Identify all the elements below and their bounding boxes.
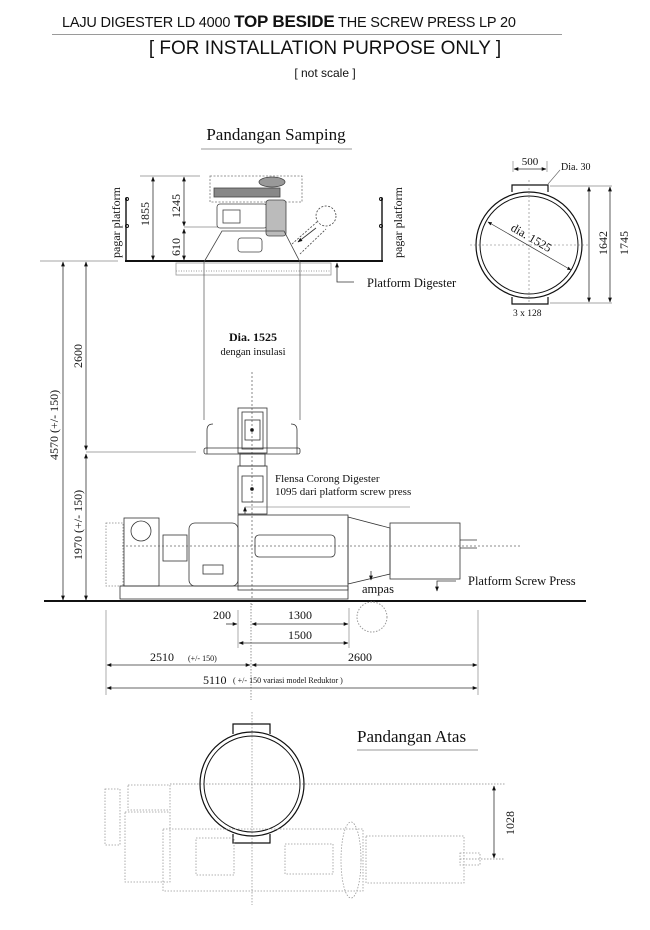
flange-top-lug: [511, 184, 549, 192]
rail-label-right: pagar platform: [391, 186, 405, 258]
dim-line-dia-1525: [487, 221, 572, 271]
dim-200: 200: [213, 608, 231, 622]
dim-1300: 1300: [288, 608, 312, 622]
railing-left: [125, 198, 127, 261]
rail-label-left: pagar platform: [109, 186, 123, 258]
dim-4570: 4570 (+/- 150): [47, 390, 61, 460]
dim-2600: 2600: [71, 344, 85, 368]
railing-left-joint: [125, 224, 129, 228]
flange-detail-view: 500 Dia. 30 dia. 1525 1642 1745 3 x 128: [470, 156, 631, 319]
flange-label-line1: Flensa Corong Digester: [275, 473, 380, 485]
dim-5110: 5110: [203, 673, 227, 687]
side-view-heading: Pandangan Samping: [206, 125, 346, 144]
dim-1745: 1745: [617, 231, 631, 255]
scale-note: [ not scale ]: [294, 66, 356, 80]
title-prefix: LAJU DIGESTER LD 4000: [62, 15, 231, 31]
side-view: Pandangan Samping pagar platform pagar p…: [40, 125, 586, 633]
label-ampas: ampas: [362, 582, 394, 596]
railing-right-joint: [379, 224, 383, 228]
railing-right-cap: [379, 197, 383, 201]
hole-leader: [547, 169, 561, 185]
top-view-heading: Pandangan Atas: [357, 727, 466, 746]
title-underline: [52, 34, 562, 35]
dim-1028: 1028: [503, 811, 517, 835]
leader-platform-digester: [335, 262, 354, 283]
dim-2510-tolerance: (+/- 150): [188, 654, 217, 663]
conveyor-wheel: [356, 601, 388, 633]
flange-label-line2: 1095 dari platform screw press: [275, 486, 411, 498]
railing-left-cap: [125, 197, 129, 201]
top-flange-inner: [203, 735, 301, 833]
dim-1245: 1245: [169, 194, 183, 218]
dim-1500: 1500: [288, 628, 312, 642]
drawing-title: LAJU DIGESTER LD 4000 TOP BESIDE THE SCR…: [62, 12, 562, 32]
title-suffix: THE SCREW PRESS LP 20: [338, 15, 516, 31]
platform-beam: [175, 262, 332, 276]
railing-right: [381, 198, 383, 261]
label-platform-digester: Platform Digester: [367, 276, 457, 290]
flange-bottom-lug: [511, 297, 549, 305]
hole-diameter: Dia. 30: [561, 162, 590, 173]
label-platform-screw-press: Platform Screw Press: [468, 574, 576, 588]
dim-500: 500: [522, 156, 539, 168]
top-flange-lug-lower: [232, 834, 271, 844]
screw-press-top-outline: [104, 784, 481, 899]
digester-drive-assembly: [203, 175, 337, 263]
top-view: Pandangan Atas 1028: [104, 712, 517, 905]
vessel-insulation-note: dengan insulasi: [220, 347, 285, 358]
dim-1855: 1855: [138, 202, 152, 226]
digester-outlet-chute: [203, 407, 301, 515]
dim-1970: 1970 (+/- 150): [71, 490, 85, 560]
dim-2600-h: 2600: [348, 650, 372, 664]
top-flange-lug-upper: [232, 723, 271, 734]
top-flange-outer: [199, 731, 305, 837]
drawing-subtitle: [ FOR INSTALLATION PURPOSE ONLY ]: [148, 38, 502, 59]
dim-610: 610: [169, 238, 183, 256]
horizontal-dimensions: 200 1300 1500 2510 (+/- 150) 2600 5110 (…: [105, 603, 479, 700]
screw-press-assembly: [105, 506, 520, 600]
title-emphasis: TOP BESIDE: [234, 12, 335, 31]
hole-spacing: 3 x 128: [513, 309, 542, 319]
vessel-diameter: Dia. 1525: [229, 330, 277, 344]
dim-2510: 2510: [150, 650, 174, 664]
dim-5110-note: ( +/- 150 variasi model Reduktor ): [233, 676, 343, 685]
leader-platform-press: [435, 580, 456, 592]
dim-1642: 1642: [596, 231, 610, 255]
